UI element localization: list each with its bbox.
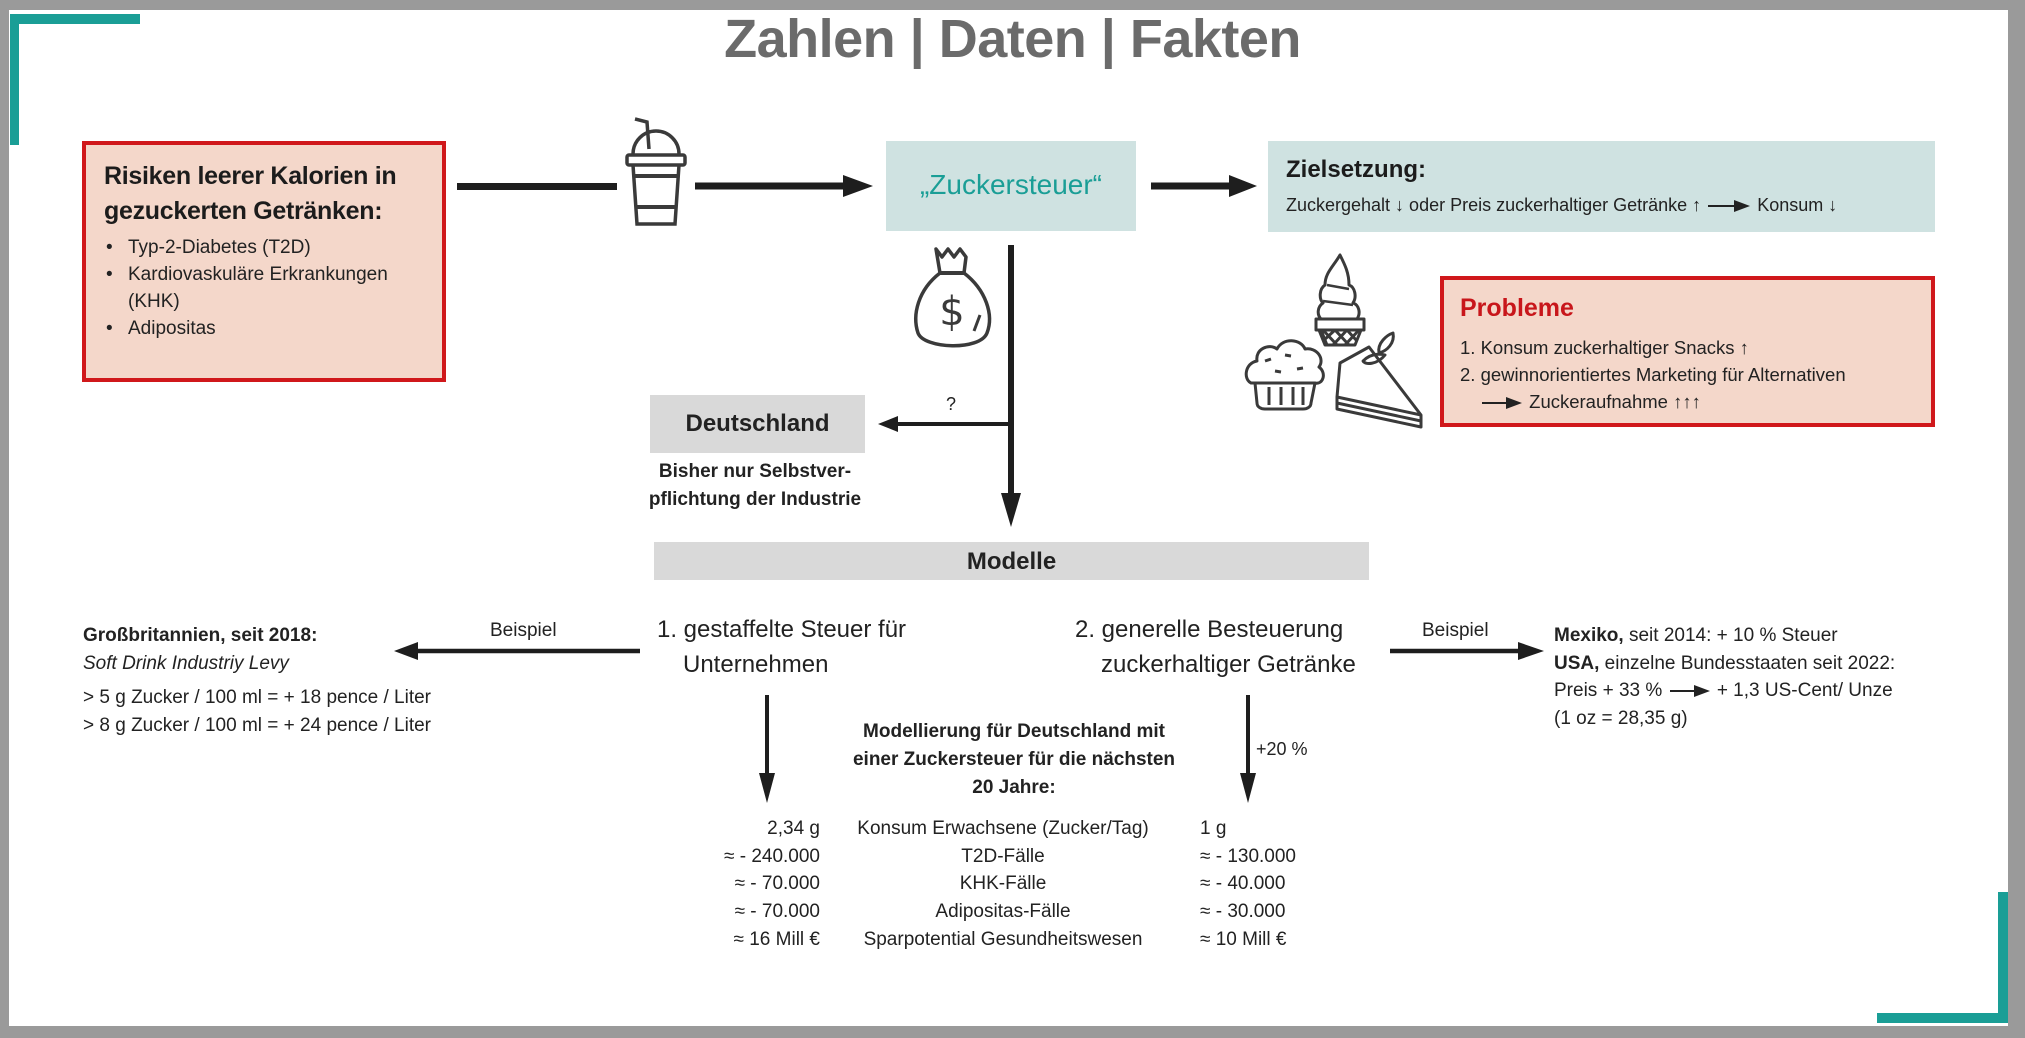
risks-title-line1: Risiken leerer Kalorien in <box>104 162 397 190</box>
goal-box: Zielsetzung: Zuckergehalt ↓ oder Preis z… <box>1268 141 1935 232</box>
goal-title: Zielsetzung: <box>1286 156 1427 183</box>
uk-title: Großbritannien, seit 2018: <box>83 625 318 646</box>
uk-rule-1: > 5 g Zucker / 100 ml = + 18 pence / Lit… <box>83 687 432 708</box>
increase-label: +20 % <box>1256 739 1308 759</box>
goal-text-part2: Konsum ↓ <box>1757 195 1838 215</box>
problem-item: 2. gewinnorientiertes Marketing für Alte… <box>1460 364 1846 385</box>
model-2-value: ≈ - 40.000 <box>1200 873 1286 894</box>
risk-item: Adipositas <box>104 315 434 342</box>
money-bag-icon: $ <box>914 247 992 348</box>
page-title: Zahlen | Daten | Fakten <box>724 9 1301 69</box>
usa-price-part1: Preis + 33 % <box>1554 680 1663 701</box>
model-2-line2: zuckerhaltiger Getränke <box>1101 651 1356 678</box>
risk-item: Typ-2-Diabetes (T2D) <box>104 234 434 261</box>
sugar-tax-label: „Zuckersteuer“ <box>919 169 1103 200</box>
risks-title-line2: gezuckerten Getränken: <box>104 197 383 225</box>
table-row: ≈ - 70.000 KHK-Fälle ≈ - 40.000 <box>0 873 2025 901</box>
metric-label: KHK-Fälle <box>959 873 1047 894</box>
germany-box: Deutschland <box>650 395 865 453</box>
models-header-bar: Modelle <box>654 542 1369 580</box>
risk-item: Kardiovaskuläre Erkrankungen (KHK) <box>104 261 418 315</box>
example-label-right: Beispiel <box>1422 620 1489 641</box>
sweets-icon <box>1244 253 1423 429</box>
connector-line <box>457 183 617 190</box>
arrow-to-germany <box>878 416 1012 432</box>
metric-label: Konsum Erwachsene (Zucker/Tag) <box>857 818 1149 839</box>
usa-line: USA, einzelne Bundesstaaten seit 2022: <box>1554 650 1895 678</box>
arrow-model-2-down <box>1240 695 1256 803</box>
mexico-label: Mexiko, <box>1554 625 1624 646</box>
usa-text: einzelne Bundesstaaten seit 2022: <box>1599 653 1896 674</box>
metric-label: Sparpotential Gesundheitswesen <box>863 929 1143 950</box>
models-header: Modelle <box>966 548 1057 575</box>
metric-label: T2D-Fälle <box>961 846 1045 867</box>
germany-note-line2: pflichtung der Industrie <box>648 489 862 510</box>
svg-text:$: $ <box>939 289 964 335</box>
model-1-line1: 1. gestaffelte Steuer für <box>657 616 907 643</box>
model-2-line1: 2. generelle Besteuerung <box>1075 616 1344 643</box>
table-row: ≈ - 70.000 Adipositas-Fälle ≈ - 30.000 <box>0 901 2025 929</box>
table-row: ≈ - 240.000 T2D-Fälle ≈ - 130.000 <box>0 846 2025 874</box>
example-label-left: Beispiel <box>490 620 557 641</box>
model-1-line2: Unternehmen <box>683 651 829 678</box>
table-row: ≈ 16 Mill € Sparpotential Gesundheitswes… <box>0 929 2025 957</box>
germany-label: Deutschland <box>685 410 830 437</box>
uk-levy-name: Soft Drink Industriy Levy <box>83 653 289 674</box>
sugar-tax-box: „Zuckersteuer“ <box>886 141 1136 231</box>
mexico-text: seit 2014: + 10 % Steuer <box>1623 625 1838 646</box>
arrow-to-models <box>1001 245 1021 527</box>
problem-item: 1. Konsum zuckerhaltiger Snacks ↑ <box>1460 337 1749 358</box>
modelling-title-line3: 20 Jahre: <box>972 777 1056 798</box>
model-1-value: ≈ 16 Mill € <box>733 929 820 950</box>
modelling-title: Modellierung für Deutschland mit einer Z… <box>814 718 1214 802</box>
arrow-icon <box>1669 684 1710 697</box>
arrow-model-1-down <box>759 695 775 803</box>
arrow-to-mexico-usa <box>1390 642 1544 660</box>
problem-continuation-text: Zuckeraufnahme ↑↑↑ <box>1529 391 1701 412</box>
arrow-to-uk <box>394 642 640 660</box>
arrow-icon <box>1708 200 1751 213</box>
mexico-line: Mexiko, seit 2014: + 10 % Steuer <box>1554 622 1838 650</box>
model-1-value: 2,34 g <box>767 818 820 839</box>
corner-bracket-top-left-v <box>10 14 19 145</box>
metric-label: Adipositas-Fälle <box>935 901 1071 922</box>
usa-price-part2: + 1,3 US-Cent/ Unze <box>1716 680 1893 701</box>
goal-text: Zuckergehalt ↓ oder Preis zuckerhaltiger… <box>1286 195 1837 216</box>
model-2-value: ≈ 10 Mill € <box>1200 929 1287 950</box>
oz-conversion: (1 oz = 28,35 g) <box>1554 708 1688 729</box>
usa-price-line: Preis + 33 % + 1,3 US-Cent/ Unze <box>1554 677 1893 705</box>
problem-continuation: Zuckeraufnahme ↑↑↑ <box>1480 388 1701 415</box>
modelling-title-line2: einer Zuckersteuer für die nächsten <box>852 749 1176 770</box>
usa-label: USA, <box>1554 653 1600 674</box>
uk-rule-2: > 8 g Zucker / 100 ml = + 24 pence / Lit… <box>83 715 432 736</box>
model-2-value: 1 g <box>1200 818 1227 839</box>
modelling-title-line1: Modellierung für Deutschland mit <box>863 721 1165 742</box>
problems-title: Probleme <box>1460 294 1574 322</box>
model-2-value: ≈ - 30.000 <box>1200 901 1286 922</box>
germany-note-line1: Bisher nur Selbstver- <box>658 461 852 482</box>
table-row: 2,34 g Konsum Erwachsene (Zucker/Tag) 1 … <box>0 818 2025 846</box>
model-1-value: ≈ - 240.000 <box>724 846 820 867</box>
arrow-to-goal <box>1151 175 1257 197</box>
model-1-value: ≈ - 70.000 <box>734 901 820 922</box>
germany-question-mark: ? <box>946 394 957 414</box>
drink-cup-icon <box>625 117 687 226</box>
model-2-value: ≈ - 130.000 <box>1200 846 1296 867</box>
arrow-to-tax <box>695 175 873 197</box>
problems-box: Probleme 1. Konsum zuckerhaltiger Snacks… <box>1440 276 1935 427</box>
corner-bracket-bottom-right-h <box>1877 1013 2008 1023</box>
risks-list: Typ-2-Diabetes (T2D) Kardiovaskuläre Erk… <box>104 234 434 342</box>
germany-note: Bisher nur Selbstver- pflichtung der Ind… <box>605 458 905 514</box>
corner-bracket-bottom-right-v <box>1998 892 2008 1023</box>
arrow-icon <box>1482 397 1522 410</box>
risks-box: Risiken leerer Kalorien in gezuckerten G… <box>82 141 446 382</box>
corner-bracket-top-left-h <box>10 14 140 24</box>
model-1-value: ≈ - 70.000 <box>734 873 820 894</box>
goal-text-part1: Zuckergehalt ↓ oder Preis zuckerhaltiger… <box>1286 195 1702 215</box>
